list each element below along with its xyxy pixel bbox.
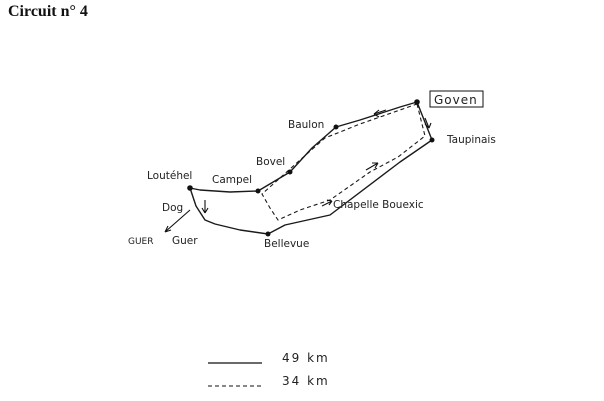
route-dashed-34km bbox=[261, 103, 426, 221]
town-dot-campel bbox=[255, 188, 261, 194]
town-dot-baulon bbox=[333, 124, 339, 130]
direction-arrow-loutehel bbox=[201, 200, 209, 214]
town-dot-bellevue bbox=[265, 231, 271, 237]
label-loutehel: Loutéhel bbox=[147, 170, 192, 182]
direction-arrow-right bbox=[424, 117, 432, 129]
direction-arrow-guer bbox=[164, 209, 191, 233]
town-dot-goven bbox=[414, 99, 420, 105]
label-guer-direction: GUER bbox=[128, 237, 154, 247]
label-campel: Campel bbox=[212, 174, 252, 186]
legend-dashed-label: 34 km bbox=[282, 374, 330, 388]
direction-arrow-top bbox=[373, 109, 387, 118]
label-baulon: Baulon bbox=[288, 119, 324, 131]
route-solid-49km bbox=[189, 101, 433, 235]
town-dot-loutehel bbox=[187, 185, 193, 191]
direction-arrow-lower bbox=[321, 199, 333, 207]
legend-solid-label: 49 km bbox=[282, 351, 330, 365]
direction-arrow-middle bbox=[365, 162, 379, 171]
label-bellevue: Bellevue bbox=[264, 238, 309, 250]
goven-label-box bbox=[429, 90, 484, 108]
label-taupinais: Taupinais bbox=[446, 134, 496, 146]
label-chapelle-bouexic: Chapelle Bouexic bbox=[333, 199, 424, 211]
town-dot-bovel bbox=[287, 169, 293, 175]
label-goven: Goven bbox=[434, 93, 478, 107]
map-title: Circuit n° 4 bbox=[8, 3, 88, 20]
label-dog: Dog bbox=[162, 202, 183, 214]
label-bovel: Bovel bbox=[256, 156, 285, 168]
label-guer: Guer bbox=[172, 235, 198, 247]
town-dot-taupinais bbox=[429, 137, 435, 143]
